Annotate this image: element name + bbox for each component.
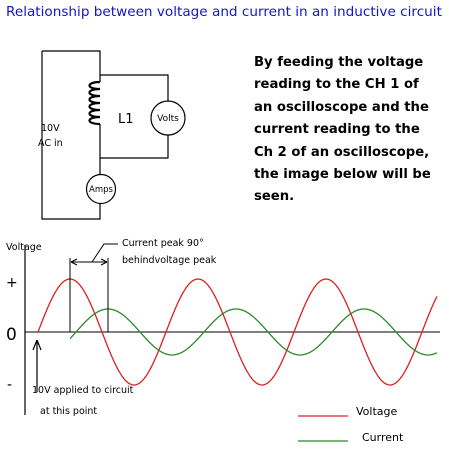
voltage-waveform <box>37 278 438 386</box>
voltmeter-wire <box>100 74 169 159</box>
description-line: reading to the CH 1 of <box>254 77 419 93</box>
peak-annotation-pointer <box>91 243 118 263</box>
description-line: seen. <box>254 189 295 205</box>
description-line: an oscilloscope and the <box>254 99 429 115</box>
ammeter <box>85 173 117 205</box>
source-label-ac: AC in <box>38 138 63 149</box>
y-axis-label: Voltage <box>6 242 42 253</box>
legend-voltage-label: Voltage <box>356 405 397 418</box>
peak-annotation-line2: behindvoltage peak <box>122 255 217 266</box>
peak-gap-arrow <box>70 258 108 266</box>
circuit-wire-top <box>42 50 101 82</box>
page-title: Relationship between voltage and current… <box>6 4 442 20</box>
description-line: By feeding the voltage <box>254 55 424 70</box>
applied-annotation-line2: at this point <box>40 406 97 417</box>
plus-label: + <box>6 275 18 291</box>
circuit-diagram <box>41 50 186 220</box>
inductor-coil <box>88 80 101 126</box>
zero-label: 0 <box>6 325 17 345</box>
applied-annotation-line1: 10V applied to circuit <box>32 385 134 396</box>
voltmeter-label: Volts <box>157 114 179 124</box>
current-waveform <box>69 308 438 356</box>
minus-label: - <box>7 377 12 393</box>
description-line: current reading to the <box>254 122 420 138</box>
source-label-10v: 10V <box>41 123 60 134</box>
peak-annotation-line1: Current peak 90° <box>122 238 204 249</box>
circuit-wire-left <box>41 51 101 220</box>
voltmeter <box>150 100 186 136</box>
inductor-label: L1 <box>118 112 134 127</box>
ammeter-label: Amps <box>89 185 113 195</box>
description-line: Ch 2 of an oscilloscope, <box>254 144 430 160</box>
legend-current-label: Current <box>362 431 404 444</box>
description-line: the image below will be <box>254 167 431 183</box>
description-text: By feeding the voltage reading to the CH… <box>254 52 448 209</box>
applied-arrow <box>32 339 42 392</box>
